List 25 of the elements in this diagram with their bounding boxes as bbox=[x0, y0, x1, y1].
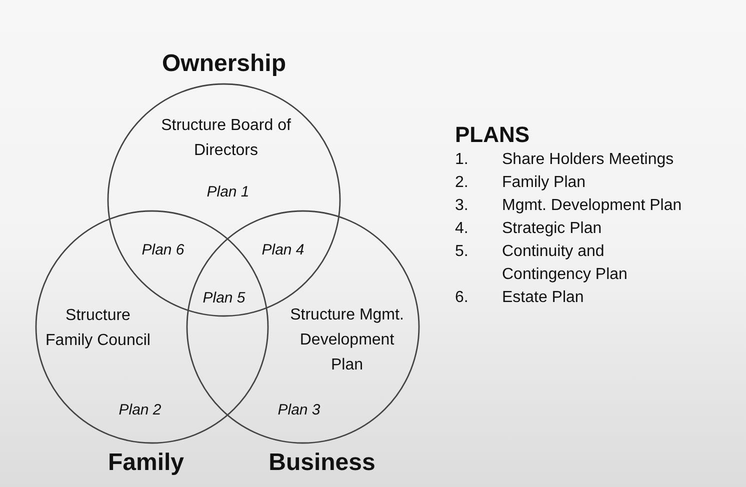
list-number: 4. bbox=[455, 219, 470, 239]
list-item: Family Plan bbox=[502, 173, 587, 193]
plan-label: Plan 1 bbox=[206, 184, 250, 200]
list-item: Strategic Plan bbox=[502, 219, 603, 239]
list-number: 1. bbox=[455, 150, 470, 170]
circle-heading: Family bbox=[108, 451, 184, 475]
plan-label: Plan 3 bbox=[278, 402, 320, 418]
structure-text: Structure Board of Directors bbox=[160, 116, 292, 161]
list-number: 5. bbox=[455, 242, 470, 262]
list-item: Estate Plan bbox=[502, 288, 585, 308]
structure-text: Structure Mgmt. Development Plan bbox=[289, 306, 405, 376]
structure-text: Structure Family Council bbox=[44, 306, 152, 351]
plan-label: Plan 5 bbox=[202, 290, 246, 306]
list-number: 2. bbox=[455, 173, 470, 193]
circle-heading: Ownership bbox=[162, 52, 286, 76]
circle-heading: Business bbox=[268, 451, 376, 475]
list-item: Share Holders Meetings bbox=[502, 150, 675, 170]
list-item: Mgmt. Development Plan bbox=[502, 196, 683, 216]
list-heading: PLANS bbox=[455, 122, 530, 148]
list-number: 3. bbox=[455, 196, 470, 216]
plan-label: Plan 4 bbox=[262, 242, 304, 258]
list-item: Continuity and Contingency Plan bbox=[502, 242, 628, 285]
plan-label: Plan 2 bbox=[118, 402, 162, 418]
plan-label: Plan 6 bbox=[142, 242, 184, 258]
list-number: 6. bbox=[455, 288, 470, 308]
